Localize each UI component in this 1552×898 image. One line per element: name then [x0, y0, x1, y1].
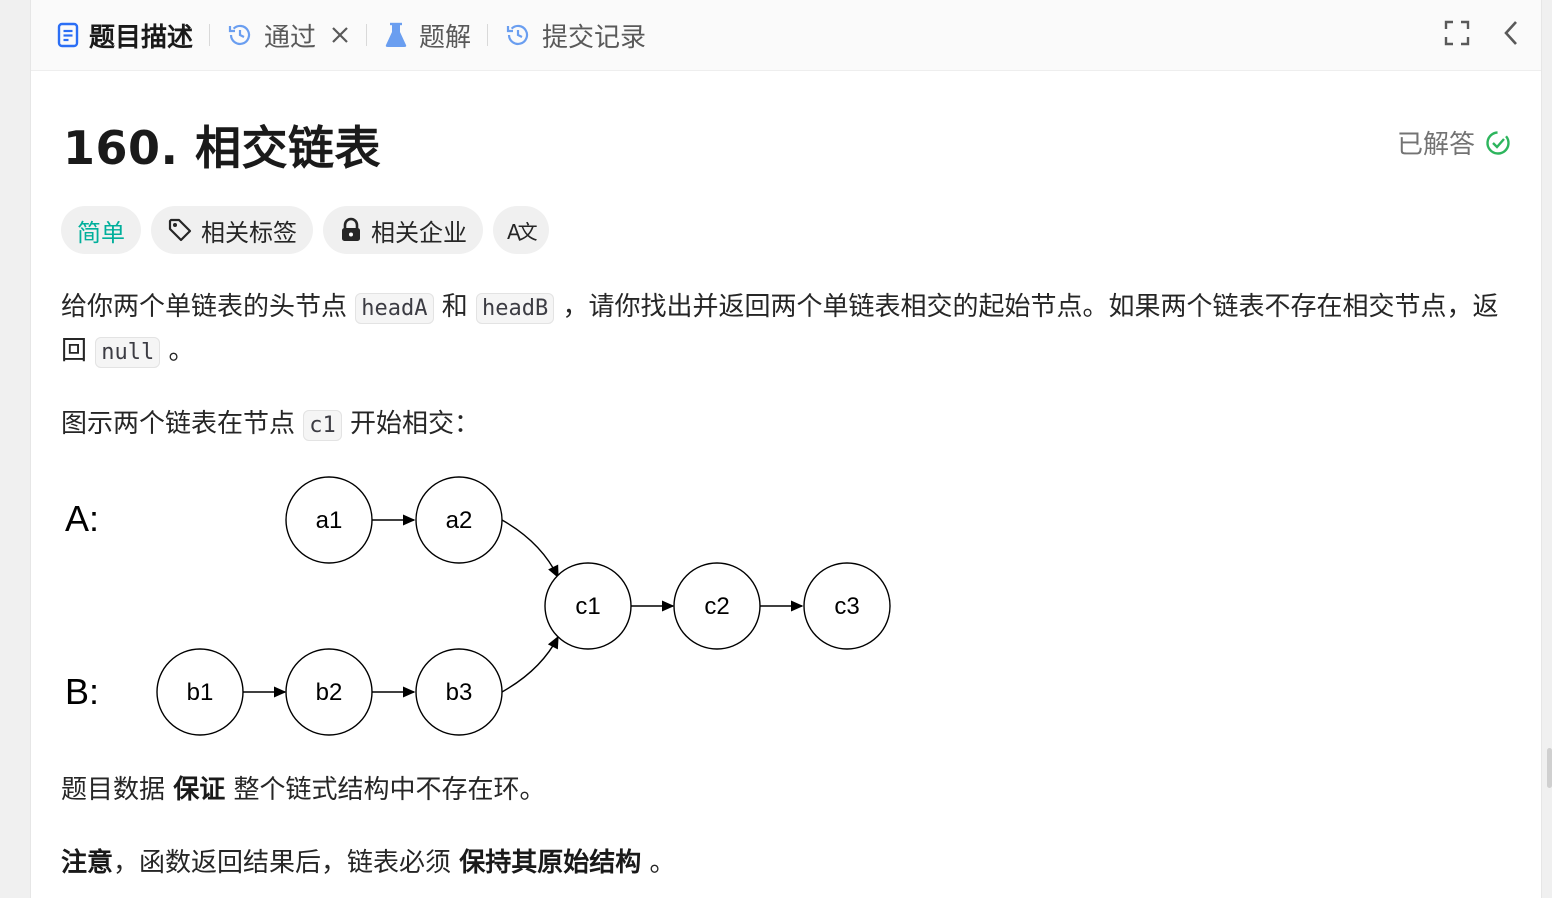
code-c1: c1 [303, 410, 342, 441]
text-span: 整个链式结构中不存在环。 [225, 775, 546, 805]
lock-icon [339, 217, 363, 243]
tab-accepted[interactable]: 通过 [226, 0, 350, 70]
node-b2-label: b2 [316, 679, 343, 706]
list-b-label: B: [65, 671, 99, 712]
history-icon [226, 21, 254, 49]
text-span: 和 [433, 292, 477, 322]
scrollbar-thumb[interactable] [1547, 748, 1552, 788]
description-paragraph-3: 题目数据 保证 整个链式结构中不存在环。 [61, 769, 1511, 812]
text-span: 给你两个单链表的头节点 [61, 292, 356, 322]
problem-panel: 题目描述 通过 题解 提交记录 [30, 0, 1542, 898]
node-c3-label: c3 [834, 593, 859, 620]
description-paragraph-4: 注意，函数返回结果后，链表必须 保持其原始结构 。 [61, 842, 1511, 885]
tab-submissions-label: 提交记录 [542, 22, 647, 53]
tag-row: 简单 相关标签 相关企业 A文 [61, 206, 549, 254]
flask-icon [383, 21, 409, 49]
node-c2: c2 [673, 562, 761, 650]
fullscreen-icon[interactable] [1443, 19, 1471, 51]
code-headA: headA [355, 293, 434, 324]
check-circle-icon [1486, 130, 1510, 155]
text-span: 题目数据 [61, 775, 174, 805]
tab-accepted-label: 通过 [264, 22, 317, 53]
history-icon [504, 21, 532, 49]
node-b3-label: b3 [446, 679, 473, 706]
arrow-b3-c1 [501, 635, 559, 693]
solved-status: 已解答 [1397, 124, 1511, 161]
chevron-left-icon[interactable] [1501, 19, 1521, 51]
description-icon [57, 22, 79, 48]
bold-text: 注意 [61, 848, 114, 878]
related-tags-button[interactable]: 相关标签 [151, 206, 313, 254]
bold-text: 保持其原始结构 [459, 848, 642, 878]
text-span: 。 [641, 848, 676, 878]
bold-text: 保证 [173, 775, 226, 805]
related-companies-button[interactable]: 相关企业 [323, 206, 483, 254]
difficulty-label: 简单 [77, 218, 125, 247]
node-b3: b3 [415, 648, 503, 736]
problem-title: 160. 相交链表 [63, 121, 382, 175]
node-a1: a1 [285, 476, 373, 564]
text-span: 开始相交： [341, 409, 481, 439]
arrow-a2-c1 [501, 519, 559, 579]
tab-bar: 题目描述 通过 题解 提交记录 [31, 0, 1541, 71]
tab-solutions[interactable]: 题解 [383, 0, 471, 70]
description-paragraph-2: 图示两个链表在节点 c1 开始相交： [61, 403, 1511, 447]
translate-button[interactable]: A文 [493, 206, 549, 254]
node-a2-label: a2 [446, 507, 473, 534]
node-c3: c3 [803, 562, 891, 650]
tabbar-actions [1443, 0, 1521, 70]
code-null: null [95, 337, 161, 368]
description-paragraph-1: 给你两个单链表的头节点 headA 和 headB ，请你找出并返回两个单链表相… [61, 286, 1511, 374]
node-c2-label: c2 [704, 593, 729, 620]
text-span: 。 [160, 336, 195, 366]
close-icon[interactable] [330, 25, 350, 45]
list-a-label: A: [65, 498, 99, 539]
linked-list-diagram: A: B: a1 a2 b1 b2 b3 c1 c2 c3 [65, 476, 891, 736]
node-c1-label: c1 [575, 593, 600, 620]
solved-status-label: 已解答 [1396, 130, 1475, 160]
related-companies-label: 相关企业 [371, 218, 467, 247]
tag-icon [167, 217, 193, 243]
node-b1-label: b1 [187, 679, 214, 706]
node-b2: b2 [285, 648, 373, 736]
text-span: 图示两个链表在节点 [61, 409, 304, 439]
node-a1-label: a1 [316, 507, 343, 534]
tab-divider [487, 24, 489, 46]
tab-description[interactable]: 题目描述 [57, 0, 193, 70]
node-c1: c1 [544, 562, 632, 650]
tab-description-label: 题目描述 [89, 22, 194, 53]
code-headB: headB [476, 293, 555, 324]
node-b1: b1 [156, 648, 244, 736]
tab-divider [209, 24, 211, 46]
node-a2: a2 [415, 476, 503, 564]
tab-submissions[interactable]: 提交记录 [504, 0, 646, 70]
tab-divider [366, 24, 368, 46]
translate-icon: A文 [507, 219, 538, 244]
difficulty-badge[interactable]: 简单 [61, 206, 141, 254]
text-span: ，函数返回结果后，链表必须 [113, 848, 460, 878]
tab-solutions-label: 题解 [419, 22, 472, 53]
text-span: ，请你找出并返回两个单链表相交的起始节点。如果两个链表不存在相交节点，返回 [61, 292, 1499, 366]
related-tags-label: 相关标签 [201, 218, 297, 247]
